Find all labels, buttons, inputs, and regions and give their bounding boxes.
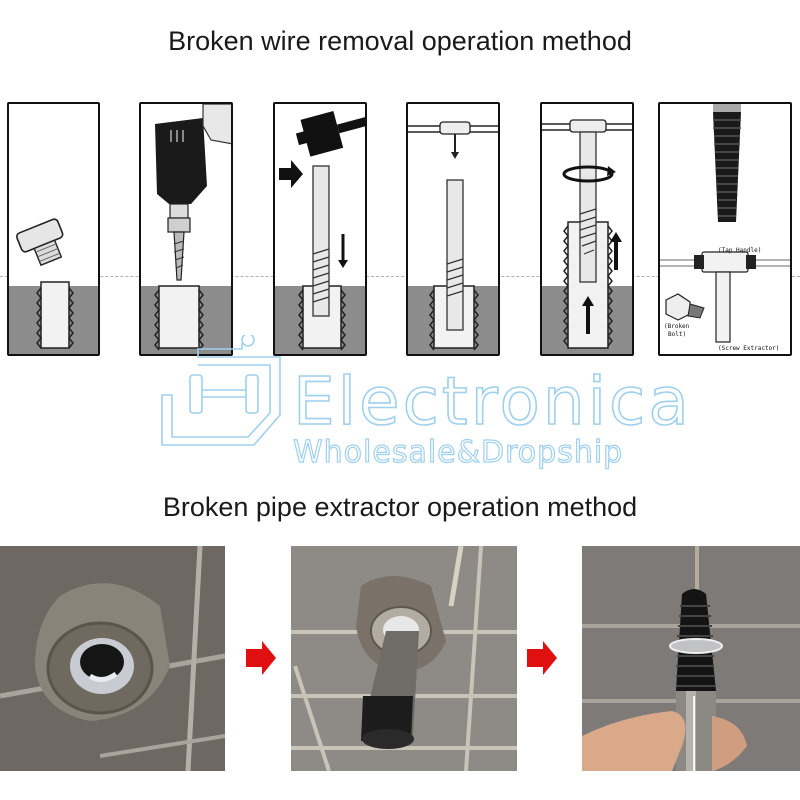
extracted-pipe-photo — [582, 546, 800, 771]
extractor-inserted-photo — [291, 546, 517, 771]
step-2-panel — [139, 102, 233, 356]
step-3-panel — [273, 102, 367, 356]
photo-extractor-inserted — [291, 546, 517, 771]
red-arrow-icon-1 — [246, 641, 276, 675]
broken-bolt-icon — [9, 218, 98, 354]
red-arrow-icon-2 — [527, 641, 557, 675]
pipe-extractor-title: Broken pipe extractor operation method — [162, 492, 638, 522]
drill-icon — [141, 104, 231, 354]
rotate-extract-icon — [542, 119, 632, 354]
step-5-panel — [540, 102, 634, 356]
broken-bolt-label-1: (Broken — [664, 323, 690, 330]
surface-dashed-line — [0, 276, 800, 277]
broken-pipe-photo — [0, 546, 225, 771]
screw-extractor-label: (Screw Extractor) — [718, 345, 779, 352]
step-1-panel — [7, 102, 100, 356]
tap-handle-insert-icon — [408, 121, 498, 354]
step-6-panel: (Tap Handle) (Broken Bolt) (Screw Extrac… — [658, 102, 792, 356]
watermark-tagline: Wholesale&Dropship — [292, 434, 624, 470]
electronica-watermark: Electronica Wholesale&Dropship — [150, 335, 690, 475]
step-4-panel — [406, 102, 500, 356]
electronica-logo-icon — [161, 335, 281, 446]
photo-broken-pipe — [0, 546, 225, 771]
screw-extractor-diagram-icon: (Tap Handle) (Broken Bolt) (Screw Extrac… — [660, 104, 790, 352]
watermark-brand: Electronica — [292, 362, 692, 441]
photo-extracted-pipe — [582, 546, 800, 771]
wire-removal-title: Broken wire removal operation method — [168, 26, 632, 56]
tap-handle-label: (Tap Handle) — [718, 247, 761, 254]
hammer-extractor-icon — [275, 111, 365, 354]
broken-bolt-label-2: Bolt) — [668, 331, 686, 338]
